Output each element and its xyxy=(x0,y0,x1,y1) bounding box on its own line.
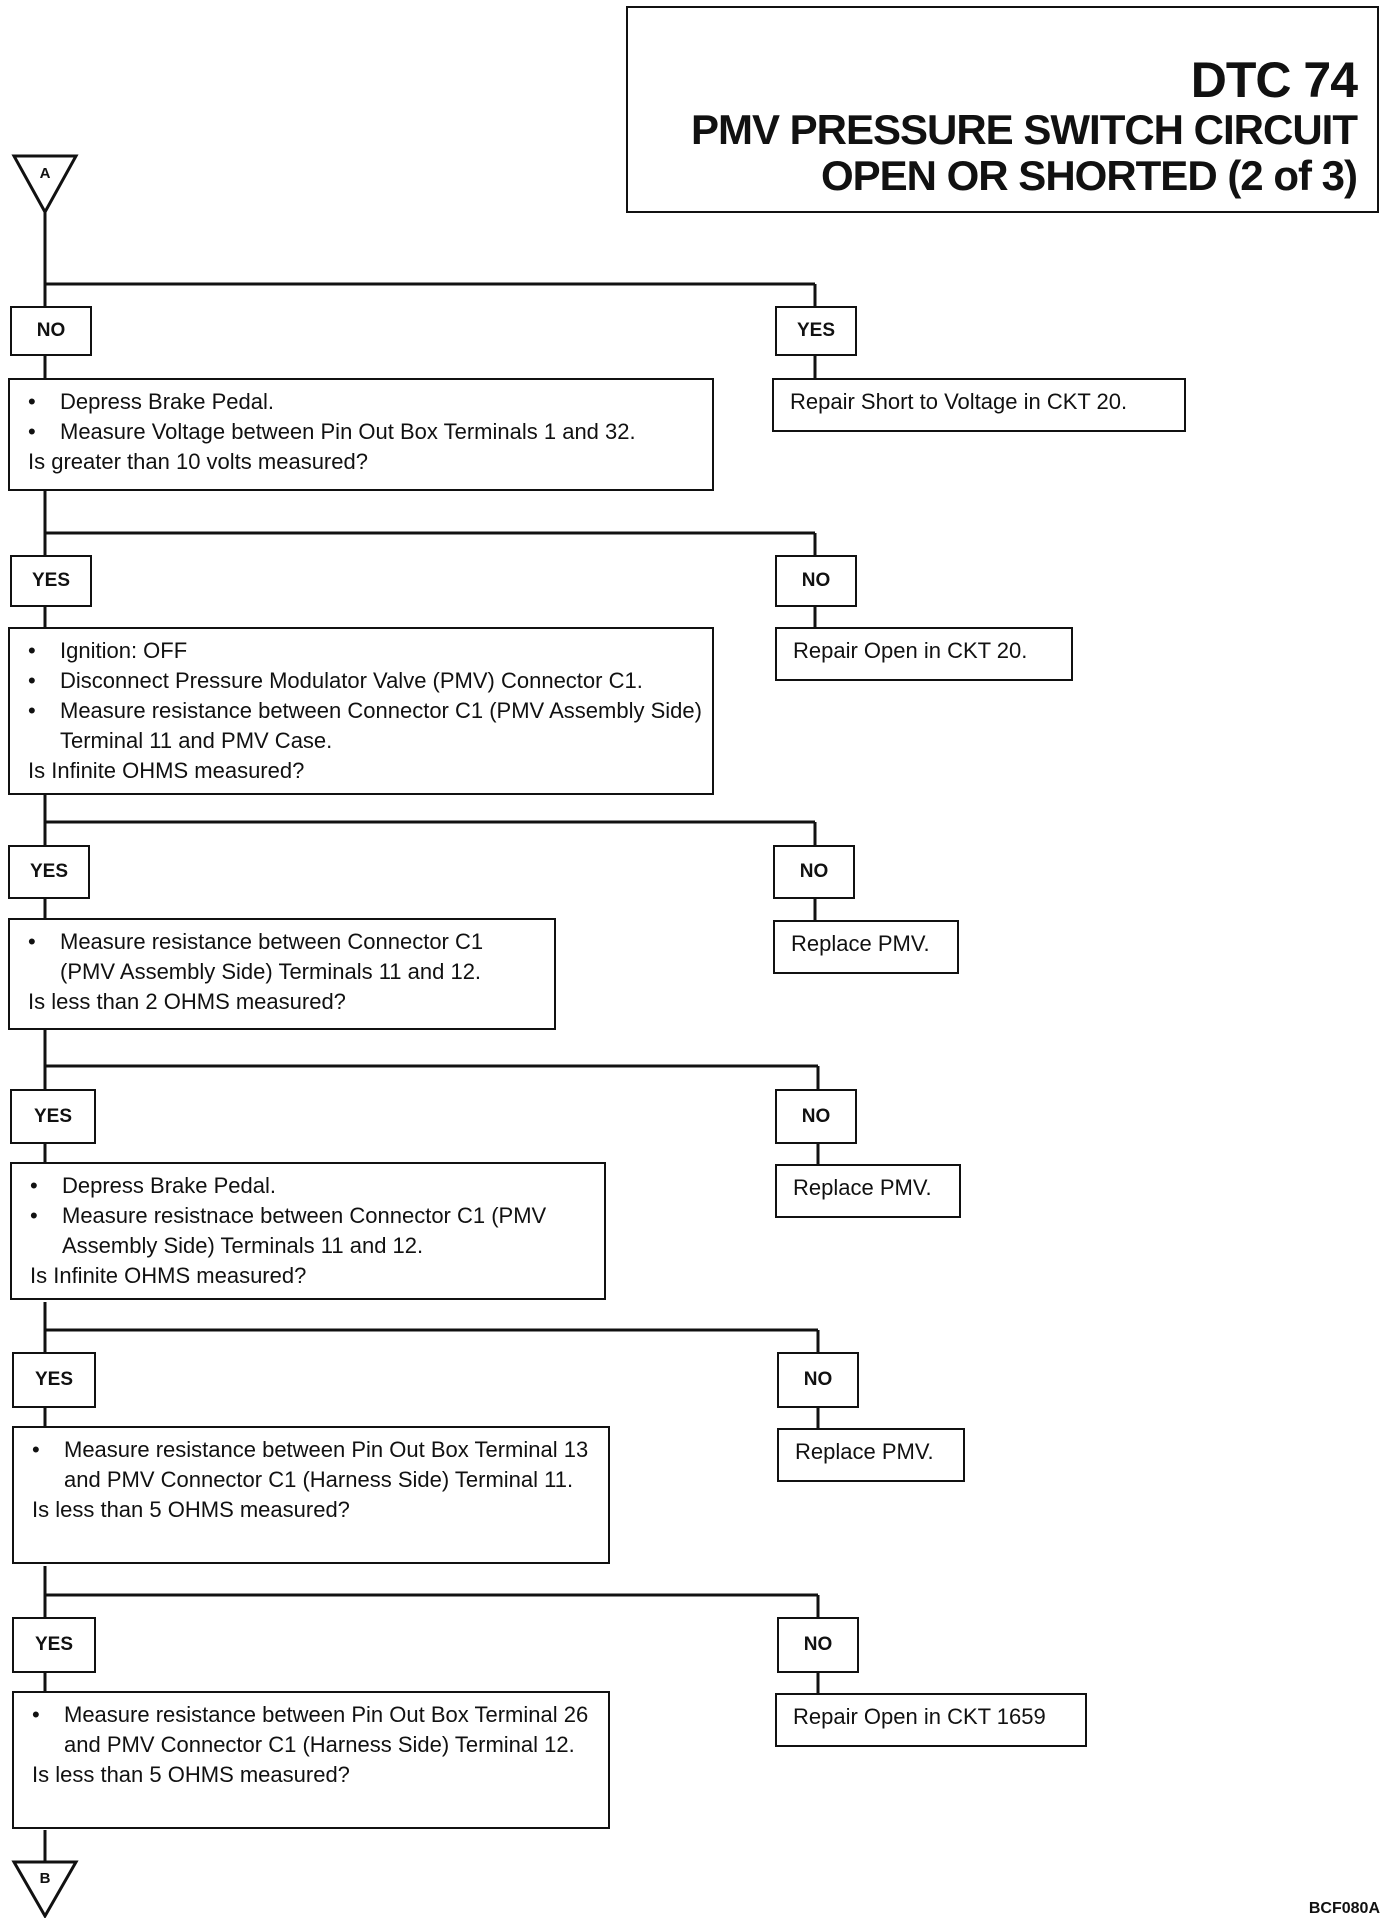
step3-bullets: Measure resistance between Connector C1 … xyxy=(28,927,544,987)
title-box: DTC 74 PMV PRESSURE SWITCH CIRCUIT OPEN … xyxy=(626,6,1379,213)
step2-bullets: Ignition: OFF Disconnect Pressure Modula… xyxy=(28,636,702,756)
branch1-result: Repair Short to Voltage in CKT 20. xyxy=(772,378,1186,432)
step6-box: Measure resistance between Pin Out Box T… xyxy=(12,1691,610,1829)
step1-bullet-2: Measure Voltage between Pin Out Box Term… xyxy=(28,417,702,447)
step6-question: Is less than 5 OHMS measured? xyxy=(32,1762,350,1787)
step3-bullet-1: Measure resistance between Connector C1 … xyxy=(28,927,544,987)
branch6-no-label: NO xyxy=(777,1617,859,1673)
dtc-code: DTC 74 xyxy=(1190,52,1358,108)
step4-bullet-1: Depress Brake Pedal. xyxy=(30,1171,594,1201)
step4-bullet-2: Measure resistnace between Connector C1 … xyxy=(30,1201,594,1261)
connector-b-triangle xyxy=(11,1860,79,1918)
branch5-no-label: NO xyxy=(777,1352,859,1408)
branch3-yes-label: YES xyxy=(8,845,90,899)
step1-question: Is greater than 10 volts measured? xyxy=(28,449,368,474)
step6-bullet-1: Measure resistance between Pin Out Box T… xyxy=(32,1700,598,1760)
connector-a-triangle xyxy=(11,154,79,216)
step1-bullet-1: Depress Brake Pedal. xyxy=(28,387,702,417)
branch6-result: Repair Open in CKT 1659 xyxy=(775,1693,1087,1747)
step2-question: Is Infinite OHMS measured? xyxy=(28,758,305,783)
connector-a-label: A xyxy=(39,165,51,182)
branch1-yes-label: YES xyxy=(775,306,857,356)
branch6-yes-label: YES xyxy=(12,1617,96,1673)
step5-bullet-1: Measure resistance between Pin Out Box T… xyxy=(32,1435,598,1495)
figure-id: BCF080A xyxy=(1308,1900,1380,1917)
branch1-no-label: NO xyxy=(10,306,92,356)
step2-box: Ignition: OFF Disconnect Pressure Modula… xyxy=(8,627,714,795)
step5-question: Is less than 5 OHMS measured? xyxy=(32,1497,350,1522)
step4-box: Depress Brake Pedal. Measure resistnace … xyxy=(10,1162,606,1300)
step3-question: Is less than 2 OHMS measured? xyxy=(28,989,346,1014)
title-line-2: OPEN OR SHORTED (2 of 3) xyxy=(820,152,1358,199)
branch4-no-label: NO xyxy=(775,1089,857,1144)
title-line-1: PMV PRESSURE SWITCH CIRCUIT xyxy=(690,106,1358,153)
step6-bullets: Measure resistance between Pin Out Box T… xyxy=(32,1700,598,1760)
branch5-result: Replace PMV. xyxy=(777,1428,965,1482)
branch2-yes-label: YES xyxy=(10,555,92,607)
step2-bullet-2: Disconnect Pressure Modulator Valve (PMV… xyxy=(28,666,702,696)
step2-bullet-3: Measure resistance between Connector C1 … xyxy=(28,696,702,756)
connector-b-label: B xyxy=(39,1870,51,1887)
step1-box: Depress Brake Pedal. Measure Voltage bet… xyxy=(8,378,714,491)
step2-bullet-1: Ignition: OFF xyxy=(28,636,702,666)
step1-bullets: Depress Brake Pedal. Measure Voltage bet… xyxy=(28,387,702,447)
step5-box: Measure resistance between Pin Out Box T… xyxy=(12,1426,610,1564)
branch2-result: Repair Open in CKT 20. xyxy=(775,627,1073,681)
step3-box: Measure resistance between Connector C1 … xyxy=(8,918,556,1030)
step4-question: Is Infinite OHMS measured? xyxy=(30,1263,307,1288)
branch4-result: Replace PMV. xyxy=(775,1164,961,1218)
branch3-no-label: NO xyxy=(773,845,855,899)
branch3-result: Replace PMV. xyxy=(773,920,959,974)
branch4-yes-label: YES xyxy=(10,1089,96,1144)
branch5-yes-label: YES xyxy=(12,1352,96,1408)
branch2-no-label: NO xyxy=(775,555,857,607)
step4-bullets: Depress Brake Pedal. Measure resistnace … xyxy=(30,1171,594,1261)
step5-bullets: Measure resistance between Pin Out Box T… xyxy=(32,1435,598,1495)
